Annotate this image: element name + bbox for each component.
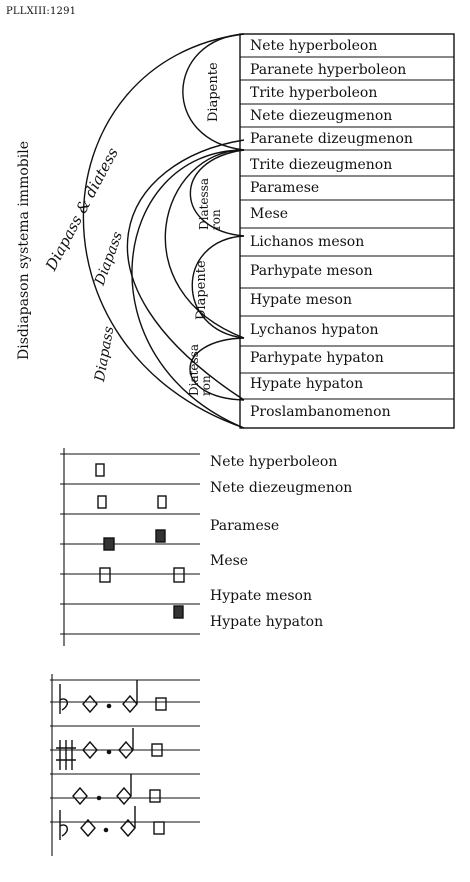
note-row: Hypate meson — [250, 292, 352, 308]
third-arc — [164, 149, 245, 339]
diamond-note — [82, 740, 98, 760]
dot — [96, 795, 102, 801]
diamond-note — [72, 786, 88, 806]
diamond-note — [80, 818, 96, 838]
dot — [103, 827, 109, 833]
note-block — [103, 537, 115, 551]
note-row: Paramese — [250, 180, 320, 196]
diatessaron-lower-arc — [189, 337, 245, 401]
note-row: Hypate hypaton — [250, 376, 364, 392]
note-block — [97, 495, 107, 509]
dot — [106, 703, 112, 709]
arc-label-diapente-middle: Diapente — [194, 260, 209, 320]
note-row: Lychanos hypaton — [250, 322, 379, 338]
staff-label: Nete diezeugmenon — [210, 480, 353, 496]
outer-arc — [82, 33, 245, 429]
diamond-note — [120, 818, 136, 838]
note-block — [155, 529, 166, 543]
note-row: Proslambanomenon — [250, 404, 391, 420]
crossing-arc — [126, 139, 245, 401]
note-block — [173, 567, 185, 583]
note-row: Parhypate hypaton — [250, 350, 384, 366]
note-block — [155, 697, 167, 711]
staff-notation — [60, 448, 200, 646]
note-row: Nete hyperboleon — [250, 38, 378, 54]
arc-label-diatessaron-lower: Diatessa ron — [187, 343, 213, 396]
arc-label-diatessaron-upper: Diatessa ron — [197, 177, 223, 230]
diamond-note — [118, 740, 134, 760]
table-frame — [239, 33, 455, 429]
flat-sign — [59, 810, 69, 840]
staff-label: Hypate hypaton — [210, 614, 324, 630]
note-row: Mese — [250, 206, 289, 222]
note-block — [99, 567, 111, 583]
staff-label: Mese — [210, 553, 249, 569]
arc-label-diapente-top: Diapente — [206, 62, 221, 122]
diamond-note — [116, 786, 132, 806]
note-row: Trite hyperboleon — [250, 85, 378, 101]
diamond-note — [122, 694, 138, 714]
note-row: Paranete dizeugmenon — [250, 131, 413, 147]
note-row: Trite diezeugmenon — [250, 157, 393, 173]
note-block — [173, 605, 184, 619]
note-row: Nete diezeugmenon — [250, 108, 393, 124]
sharp-sign — [56, 740, 76, 770]
diatessaron-upper-arc — [189, 149, 245, 237]
plate-reference: PLLXIII:1291 — [6, 6, 77, 17]
diamond-note — [82, 694, 98, 714]
diapente-middle-arc — [191, 235, 245, 339]
note-block — [157, 495, 167, 509]
note-row: Paranete hyperboleon — [250, 62, 407, 78]
bottom-staff — [50, 674, 200, 856]
note-block — [95, 463, 105, 477]
staff-label: Paramese — [210, 518, 280, 534]
note-row: Parhypate meson — [250, 263, 373, 279]
staff-label: Nete hyperboleon — [210, 454, 338, 470]
flat-sign — [59, 684, 69, 714]
staff-label: Hypate meson — [210, 588, 312, 604]
note-block — [149, 789, 161, 803]
note-row: Lichanos meson — [250, 234, 365, 250]
note-block — [151, 743, 163, 757]
second-arc — [131, 149, 245, 429]
diapente-top-arc — [182, 33, 245, 151]
note-block — [153, 821, 165, 835]
dot — [106, 749, 112, 755]
